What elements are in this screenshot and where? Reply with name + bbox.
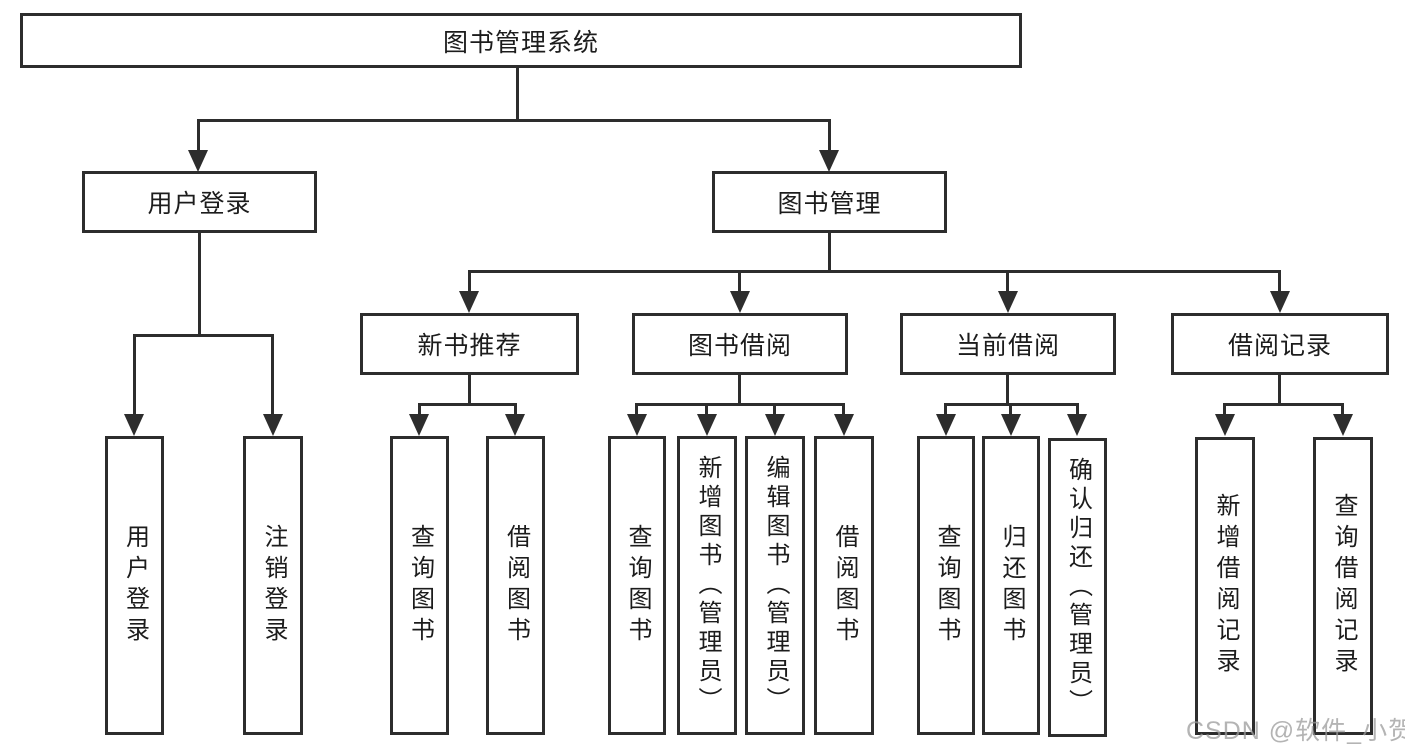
connector-stem-user-login: [197, 119, 200, 152]
connector-stem-borrow-records: [1278, 270, 1281, 292]
leaf-logout: 注销登录: [243, 436, 303, 735]
arrow-down-icon: [730, 291, 750, 313]
node-book-borrow: 图书借阅: [632, 313, 848, 375]
leaf-user-login-label: 用户登录: [121, 523, 149, 648]
connector-stem: [944, 403, 947, 416]
leaf-recommend-query-books-label: 查询图书: [406, 523, 434, 648]
arrow-down-icon: [627, 414, 647, 436]
leaf-borrow-borrow-books: 借阅图书: [814, 436, 874, 735]
node-borrow-records-label: 借阅记录: [1227, 332, 1332, 360]
node-book-management: 图书管理: [712, 171, 947, 233]
node-book-borrow-label: 图书借阅: [687, 332, 792, 360]
leaf-user-login: 用户登录: [105, 436, 164, 735]
arrow-down-icon: [124, 414, 144, 436]
leaf-logout-label: 注销登录: [260, 523, 287, 648]
node-root: 图书管理系统: [20, 13, 1022, 68]
connector-stem: [705, 403, 708, 416]
node-root-label: 图书管理系统: [442, 28, 599, 57]
connector-stem: [1341, 403, 1344, 416]
leaf-edit-book-admin-label: 编辑图书（管理员）: [762, 455, 789, 716]
connector-stem: [635, 403, 638, 416]
leaf-add-book-admin-label: 新增图书（管理员）: [694, 455, 721, 716]
arrow-down-icon: [188, 150, 208, 172]
connector-stem: [1009, 403, 1012, 416]
connector-current-borrow-trunk2: [1006, 375, 1009, 405]
leaf-confirm-return-admin-label: 确认归还（管理员）: [1064, 457, 1092, 718]
connector-book-borrow-crossbar: [635, 403, 845, 406]
connector-stem: [418, 403, 421, 416]
node-borrow-records: 借阅记录: [1171, 313, 1389, 375]
csdn-watermark: CSDN @软件_小贺同学: [1186, 717, 1405, 745]
arrow-down-icon: [998, 291, 1018, 313]
node-book-management-label: 图书管理: [777, 190, 882, 218]
node-current-borrow-label: 当前借阅: [955, 332, 1060, 360]
arrow-down-icon: [834, 414, 854, 436]
node-new-book-recommend-label: 新书推荐: [417, 332, 522, 360]
arrow-down-icon: [936, 414, 956, 436]
leaf-current-query-books: 查询图书: [917, 436, 975, 735]
connector-user-login-trunk: [198, 233, 201, 336]
connector-stem-book-management: [828, 119, 831, 152]
node-current-borrow: 当前借阅: [900, 313, 1116, 375]
arrow-down-icon: [819, 150, 839, 172]
connector-stem-current-borrow: [1006, 270, 1009, 292]
connector-root-trunk: [516, 68, 519, 121]
leaf-borrow-query-books-label: 查询图书: [624, 523, 651, 648]
leaf-current-query-books-label: 查询图书: [933, 523, 960, 648]
arrow-down-icon: [765, 414, 785, 436]
connector-root-crossbar: [197, 119, 831, 122]
node-new-book-recommend: 新书推荐: [360, 313, 579, 375]
arrow-down-icon: [697, 414, 717, 436]
connector-stem-new-book-recommend: [468, 270, 471, 292]
leaf-add-book-admin: 新增图书（管理员）: [677, 436, 737, 735]
connector-book-management-trunk: [828, 233, 831, 273]
leaf-query-borrow-record: 查询借阅记录: [1313, 437, 1373, 735]
connector-recommend-trunk: [468, 375, 471, 406]
connector-stem: [1223, 403, 1226, 416]
connector-stem: [1076, 403, 1079, 416]
arrow-down-icon: [1215, 414, 1235, 436]
leaf-query-borrow-record-label: 查询借阅记录: [1330, 493, 1357, 679]
connector-stem-leaf-user-login: [133, 334, 136, 416]
connector-borrow-records-crossbar: [1223, 403, 1344, 406]
connector-stem: [842, 403, 845, 416]
node-user-login: 用户登录: [82, 171, 317, 233]
connector-stem: [514, 403, 517, 416]
arrow-down-icon: [459, 291, 479, 313]
leaf-recommend-borrow-books-label: 借阅图书: [502, 523, 530, 648]
connector-stem: [773, 403, 776, 416]
leaf-borrow-borrow-books-label: 借阅图书: [831, 523, 858, 648]
leaf-return-books-label: 归还图书: [998, 523, 1025, 648]
arrow-down-icon: [1333, 414, 1353, 436]
leaf-edit-book-admin: 编辑图书（管理员）: [745, 436, 805, 735]
connector-book-borrow-trunk2: [738, 375, 741, 405]
leaf-add-borrow-record: 新增借阅记录: [1195, 437, 1255, 735]
arrow-down-icon: [263, 414, 283, 436]
leaf-confirm-return-admin: 确认归还（管理员）: [1048, 438, 1107, 737]
connector-recommend-crossbar: [418, 403, 517, 406]
arrow-down-icon: [1270, 291, 1290, 313]
leaf-recommend-borrow-books: 借阅图书: [486, 436, 545, 735]
connector-borrow-records-trunk2: [1278, 375, 1281, 405]
leaf-recommend-query-books: 查询图书: [390, 436, 449, 735]
connector-level3-crossbar: [468, 270, 1281, 273]
node-user-login-label: 用户登录: [147, 190, 252, 218]
connector-stem-leaf-logout: [271, 334, 274, 416]
arrow-down-icon: [409, 414, 429, 436]
connector-user-login-crossbar: [133, 334, 274, 337]
arrow-down-icon: [1067, 414, 1087, 436]
leaf-add-borrow-record-label: 新增借阅记录: [1212, 493, 1239, 679]
leaf-return-books: 归还图书: [982, 436, 1040, 735]
connector-stem-book-borrow: [738, 270, 741, 292]
leaf-borrow-query-books: 查询图书: [608, 436, 666, 735]
arrow-down-icon: [505, 414, 525, 436]
arrow-down-icon: [1001, 414, 1021, 436]
